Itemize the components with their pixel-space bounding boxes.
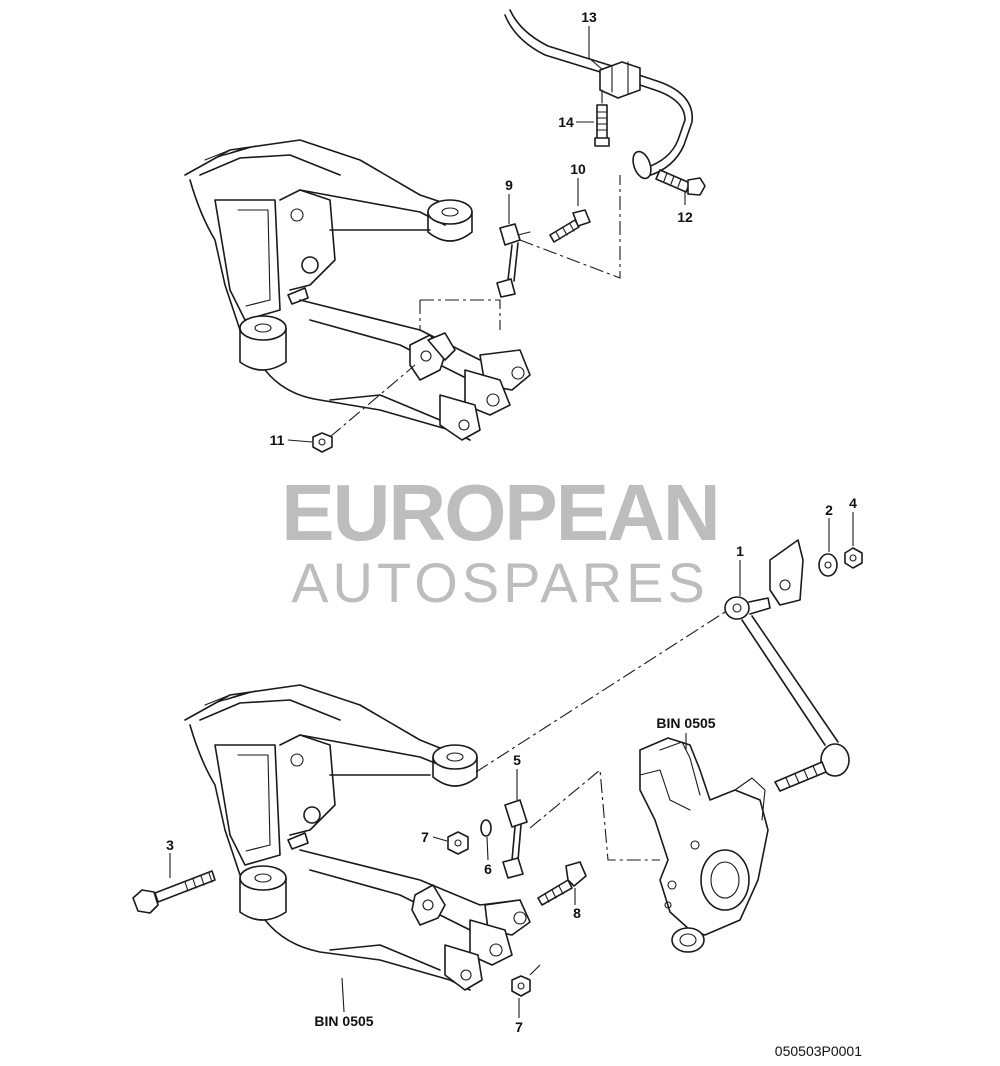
watermark-line1: EUROPEAN [281, 468, 718, 557]
callout-12: 12 [677, 209, 693, 225]
bolt-part-10 [549, 209, 591, 243]
callout-1: 1 [736, 543, 744, 559]
stabilizer-bar-part-13 [504, 9, 693, 180]
bracket-mount [769, 539, 804, 606]
callout-9: 9 [505, 177, 513, 193]
wheel-knuckle [639, 737, 769, 953]
bolt-part-8 [537, 861, 587, 906]
callout-7-upper: 7 [421, 829, 429, 845]
document-id: 050503P0001 [775, 1043, 862, 1059]
washer-part-6 [480, 819, 492, 837]
callout-7-lower: 7 [515, 1019, 523, 1035]
leader-lines [169, 26, 854, 1018]
link-part-1 [724, 596, 850, 792]
callout-6: 6 [484, 861, 492, 877]
bolt-part-14 [594, 89, 610, 147]
nut-part-4 [844, 547, 863, 569]
drop-link-part-5 [502, 799, 528, 879]
upper-subframe-assembly [184, 139, 621, 453]
bolt-part-3 [132, 870, 216, 914]
callout-11: 11 [270, 432, 285, 448]
callout-2: 2 [825, 502, 833, 518]
callout-8: 8 [573, 905, 581, 921]
reference-bin-knuckle: BIN 0505 [656, 715, 715, 731]
reference-bin-wishbone: BIN 0505 [314, 1013, 373, 1029]
watermark: EUROPEAN AUTOSPARES [281, 468, 720, 614]
lower-subframe-assembly [184, 611, 726, 991]
watermark-line2: AUTOSPARES [291, 551, 709, 614]
callout-5: 5 [513, 752, 521, 768]
callout-10: 10 [570, 161, 586, 177]
callout-3: 3 [166, 837, 174, 853]
callout-14: 14 [558, 114, 574, 130]
callout-13: 13 [581, 9, 597, 25]
washer-part-2 [818, 553, 838, 577]
nut-part-11 [312, 432, 333, 453]
bolt-part-12 [655, 169, 706, 196]
drop-link-part-9 [496, 223, 531, 298]
nut-part-7-upper [447, 831, 469, 855]
nut-part-7-lower [511, 975, 531, 997]
callout-4: 4 [849, 495, 857, 511]
